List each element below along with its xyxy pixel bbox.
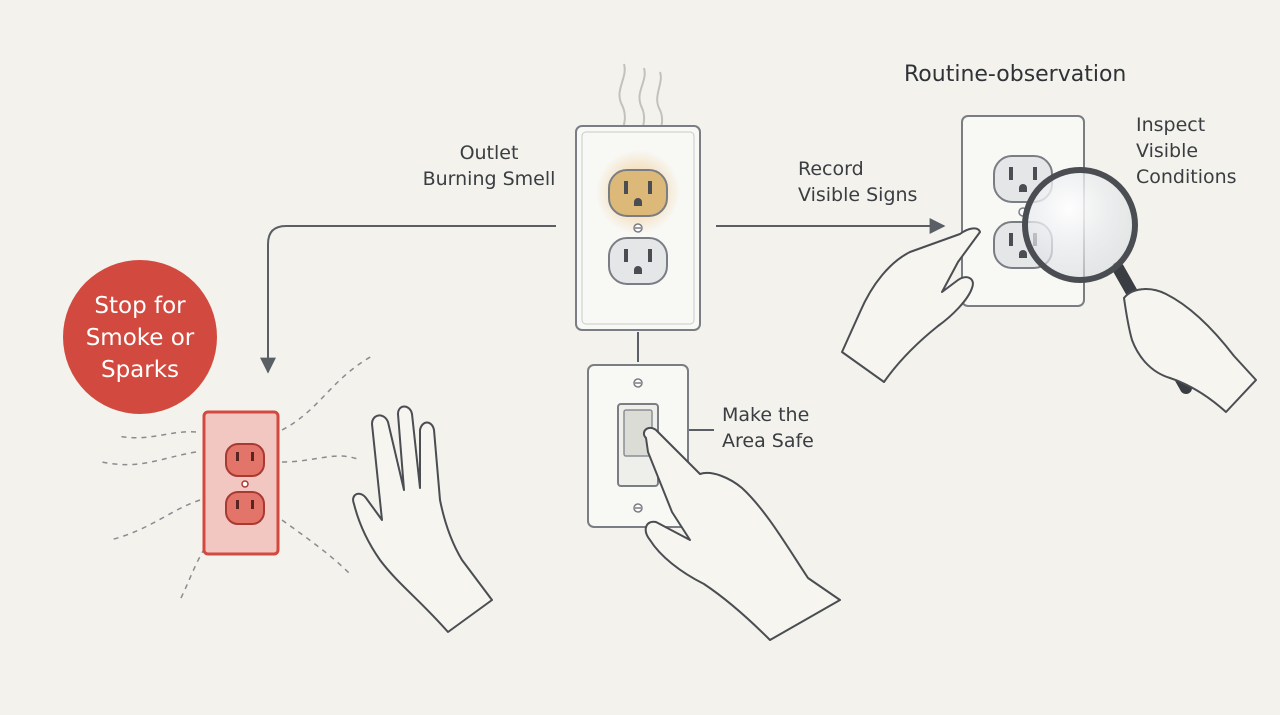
label-line: Smoke or	[85, 325, 195, 351]
label-line: Visible Signs	[798, 184, 918, 206]
spark-lines	[101, 355, 373, 601]
connector-to-stop	[260, 225, 556, 374]
label-line: Visible	[1136, 140, 1199, 162]
burning-outlet-icon	[575, 63, 701, 331]
hand-icon	[841, 227, 1257, 413]
label-stop-for-smoke-or-sparks: Stop for Smoke or Sparks	[64, 262, 216, 414]
label-record-visible-signs: Record Visible Signs	[798, 156, 917, 208]
label-line: Inspect	[1136, 114, 1206, 136]
label-outlet-burning-smell: Outlet Burning Smell	[420, 140, 558, 192]
stop-hand-icon	[352, 405, 493, 633]
hand-icon	[642, 426, 841, 641]
danger-group	[63, 260, 373, 601]
damaged-outlet-icon	[202, 410, 280, 556]
label-line: Stop for	[94, 293, 186, 319]
label-line: Area Safe	[722, 430, 814, 452]
label-line: Sparks	[100, 357, 180, 383]
label-make-area-safe: Make the Area Safe	[722, 402, 814, 454]
label-line: Burning Smell	[422, 168, 556, 190]
label-line: Make the	[722, 404, 810, 426]
diagram-title: Routine-observation	[904, 62, 1127, 87]
label-line: Outlet	[459, 142, 519, 164]
label-line: Record	[798, 158, 864, 180]
label-line: Conditions	[1136, 166, 1237, 188]
stop-badge	[63, 260, 217, 414]
label-inspect-visible-conditions: Inspect Visible Conditions	[1136, 112, 1237, 190]
